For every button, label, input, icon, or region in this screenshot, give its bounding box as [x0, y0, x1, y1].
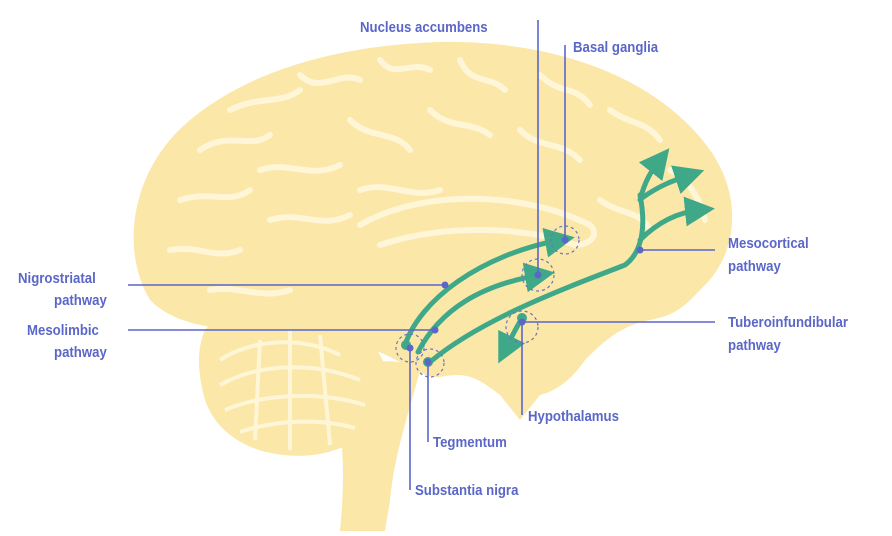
nigrostriatal-label-line1: Nigrostriatal [18, 270, 96, 288]
tuberoinfundibular-label-line2: pathway [728, 337, 781, 355]
brainstem-shape [330, 361, 420, 531]
basal-ganglia-label: Basal ganglia [573, 39, 658, 57]
hypothalamus-label: Hypothalamus [528, 408, 619, 426]
substantia-nigra-point [407, 345, 414, 352]
tuberoinfundibular-point [519, 319, 526, 326]
nigrostriatal-point [442, 282, 449, 289]
mesolimbic-label-line2: pathway [54, 344, 107, 362]
basal-ganglia-point [562, 237, 569, 244]
mesolimbic-point [432, 327, 439, 334]
tuberoinfundibular-label-line1: Tuberoinfundibular [728, 314, 848, 332]
tegmentum-point [425, 359, 432, 366]
mesolimbic-label-line1: Mesolimbic [27, 322, 99, 340]
nucleus-accumbens-point [535, 272, 542, 279]
tegmentum-label: Tegmentum [433, 434, 507, 452]
mesocortical-point [637, 247, 644, 254]
mesocortical-label-line2: pathway [728, 258, 781, 276]
substantia-nigra-label: Substantia nigra [415, 482, 518, 500]
nigrostriatal-label-line2: pathway [54, 292, 107, 310]
mesocortical-label-line1: Mesocortical [728, 235, 809, 253]
brain-silhouette [134, 42, 733, 531]
nucleus-accumbens-label: Nucleus accumbens [360, 19, 488, 37]
